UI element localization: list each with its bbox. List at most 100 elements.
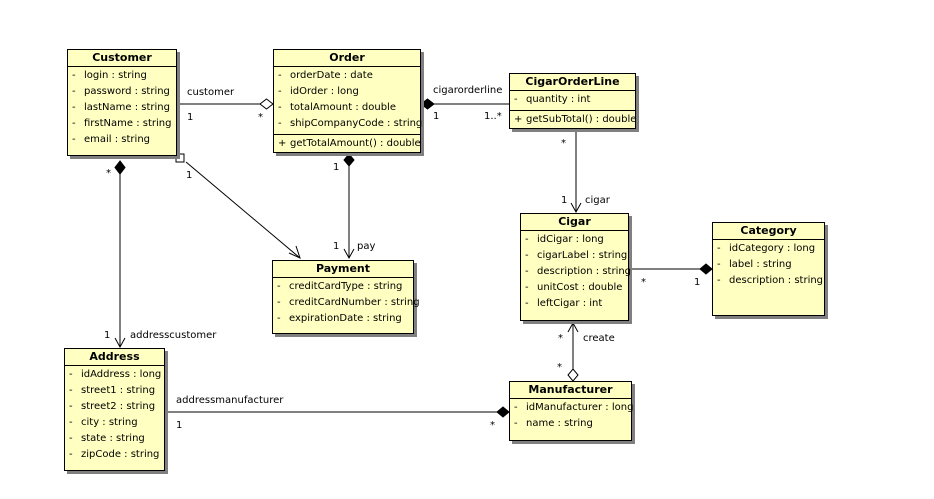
attribute-row: -leftCigar : int — [521, 296, 628, 312]
arrowhead-cigar-create — [567, 321, 579, 333]
visibility-marker: - — [514, 402, 518, 413]
visibility-marker: - — [717, 275, 721, 286]
attribute-text: unitCost : double — [537, 282, 623, 293]
attribute-row: -idAddress : long — [65, 367, 164, 383]
visibility-marker: - — [72, 102, 76, 113]
mult-cigar-category-b: 1 — [694, 277, 701, 288]
class-cigar[interactable]: Cigar-idCigar : long-cigarLabel : string… — [520, 213, 631, 321]
assoc-customer-payment-line — [185, 161, 301, 259]
class-name: Customer — [68, 50, 176, 67]
attribute-row: -idCategory : long — [713, 241, 824, 257]
class-order[interactable]: Order-orderDate : date-idOrder : long-to… — [273, 49, 423, 154]
attribute-row: -zipCode : string — [65, 447, 164, 463]
attribute-text: idAddress : long — [81, 369, 162, 380]
assoc-label-cigarorderline: cigarorderline — [433, 85, 503, 96]
attribute-row: -totalAmount : double — [274, 100, 420, 116]
visibility-marker: - — [514, 418, 518, 429]
visibility-marker: - — [69, 385, 73, 396]
attribute-text: totalAmount : double — [290, 102, 396, 113]
attributes-section: -quantity : int — [510, 91, 635, 110]
attribute-text: leftCigar : int — [537, 298, 603, 309]
attribute-row: -creditCardType : string — [273, 279, 413, 295]
mult-cigarorderline-cigar-a: * — [561, 138, 566, 149]
visibility-marker: - — [277, 297, 281, 308]
operation-text: getTotalAmount() : double — [290, 138, 421, 149]
attribute-text: creditCardNumber : string — [289, 297, 420, 308]
arrowhead-address — [114, 337, 126, 349]
attribute-text: idManufacturer : long — [526, 402, 634, 413]
composition-diamond-order-payment — [343, 153, 355, 167]
attribute-row: -street1 : string — [65, 383, 164, 399]
class-cigarorderline[interactable]: CigarOrderLine-quantity : int +getSubTota… — [509, 73, 636, 129]
aggregation-diamond-manufacturer — [567, 368, 579, 382]
operation-row: +getTotalAmount() : double — [274, 136, 421, 152]
mult-cigar-manufacturer-a: * — [558, 333, 563, 344]
attribute-row: -label : string — [713, 257, 824, 273]
attribute-text: street1 : string — [81, 385, 156, 396]
attribute-row: -name : string — [510, 416, 631, 432]
visibility-marker: - — [278, 70, 282, 81]
attribute-row: -firstName : string — [68, 116, 176, 132]
attribute-text: email : string — [84, 134, 151, 145]
attributes-section: -idAddress : long-street1 : string-stree… — [65, 366, 164, 465]
attribute-row: -password : string — [68, 84, 176, 100]
class-name: Manufacturer — [510, 382, 631, 399]
class-name: CigarOrderLine — [510, 74, 635, 91]
mult-order-payment-a: 1 — [333, 162, 340, 173]
attribute-text: expirationDate : string — [289, 313, 402, 324]
attribute-row: -login : string — [68, 68, 176, 84]
attribute-text: zipCode : string — [81, 449, 160, 460]
attribute-row: -description : string — [521, 264, 631, 280]
visibility-marker: - — [278, 118, 282, 129]
visibility-marker: - — [72, 86, 76, 97]
attribute-text: login : string — [84, 70, 147, 81]
assoc-label-addressmanufacturer: addressmanufacturer — [176, 395, 284, 406]
attribute-row: -expirationDate : string — [273, 311, 413, 327]
visibility-marker: + — [514, 114, 523, 125]
attribute-row: -state : string — [65, 431, 164, 447]
attributes-section: -login : string-password : string-lastNa… — [68, 67, 176, 150]
visibility-marker: - — [69, 401, 73, 412]
composition-diamond-category — [699, 263, 713, 275]
visibility-marker: - — [72, 118, 76, 129]
visibility-marker: - — [278, 86, 282, 97]
visibility-marker: - — [525, 266, 529, 277]
visibility-marker: - — [525, 298, 529, 309]
aggregation-square-customer — [175, 153, 185, 163]
visibility-marker: - — [278, 102, 282, 113]
visibility-marker: - — [277, 281, 281, 292]
class-address[interactable]: Address-idAddress : long-street1 : strin… — [64, 348, 165, 471]
attribute-row: -idOrder : long — [274, 84, 420, 100]
class-payment[interactable]: Payment-creditCardType : string-creditCa… — [272, 260, 420, 334]
mult-cigar-manufacturer-b: * — [557, 362, 562, 373]
attribute-text: name : string — [526, 418, 593, 429]
mult-order-cigarorderline-a: 1 — [433, 111, 440, 122]
attribute-text: password : string — [84, 86, 170, 97]
operation-row: +getSubTotal() : double — [510, 112, 636, 128]
operations-section: +getTotalAmount() : double — [274, 134, 421, 154]
class-name: Cigar — [521, 214, 628, 231]
assoc-label-addresscustomer: addresscustomer — [130, 330, 217, 341]
mult-customer-address-b: 1 — [104, 330, 111, 341]
attribute-text: firstName : string — [84, 118, 172, 129]
mult-customer-address-a: * — [106, 168, 111, 179]
arrowhead-payment — [343, 248, 355, 260]
class-name: Address — [65, 349, 164, 366]
class-name: Order — [274, 50, 420, 67]
attribute-text: description : string — [729, 275, 824, 286]
attribute-row: -cigarLabel : string — [521, 248, 628, 264]
class-manufacturer[interactable]: Manufacturer-idManufacturer : long-name … — [509, 381, 634, 441]
class-category[interactable]: Category-idCategory : long-label : strin… — [712, 222, 825, 316]
class-customer[interactable]: Customer-login : string-password : strin… — [67, 49, 177, 156]
attribute-row: -idManufacturer : long — [510, 400, 634, 416]
attribute-row: -idCigar : long — [521, 232, 628, 248]
attribute-text: lastName : string — [84, 102, 170, 113]
visibility-marker: - — [69, 417, 73, 428]
attributes-section: -idManufacturer : long-name : string — [510, 399, 634, 434]
attribute-text: creditCardType : string — [289, 281, 403, 292]
attribute-row: -quantity : int — [510, 92, 635, 108]
attribute-text: shipCompanyCode : string — [290, 118, 423, 129]
mult-customer-order-a: 1 — [187, 112, 194, 123]
visibility-marker: - — [69, 449, 73, 460]
